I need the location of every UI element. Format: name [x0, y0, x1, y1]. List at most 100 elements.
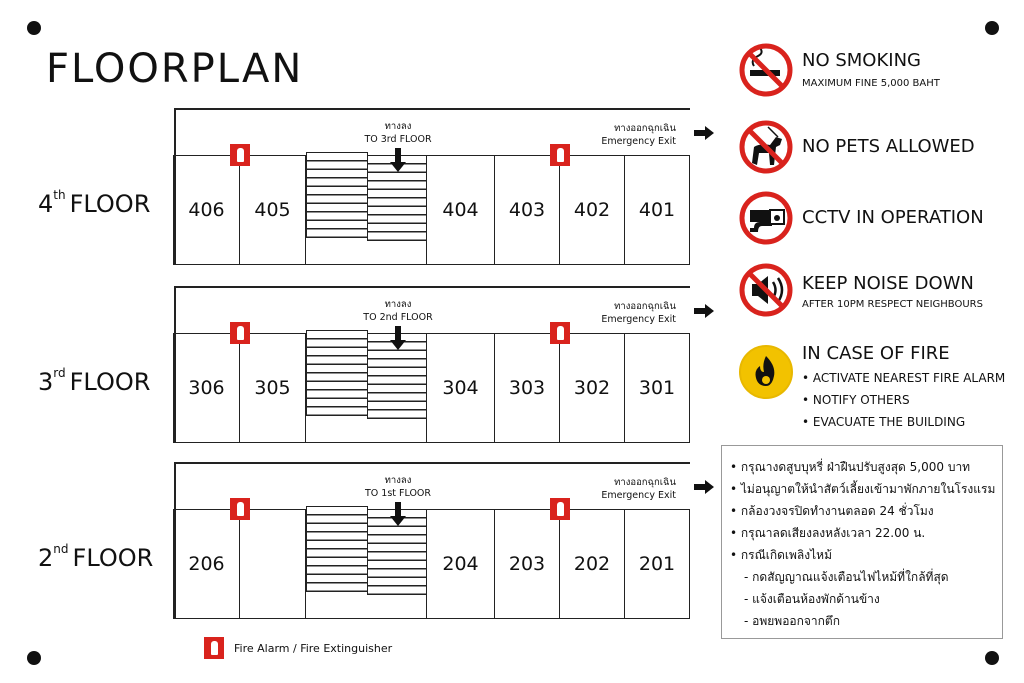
corridor-top-wall — [174, 286, 690, 288]
room: 204 — [426, 509, 495, 619]
emergency-exit-label: ทางออกฉุกเฉิน Emergency Exit — [601, 122, 676, 148]
fire-extinguisher-icon — [204, 637, 224, 659]
stairs-label-thai: ทางลง — [384, 121, 412, 132]
exit-arrow-icon — [694, 126, 714, 140]
exit-label-thai: ทางออกฉุกเฉิน — [614, 301, 676, 312]
fire-step: • ACTIVATE NEAREST FIRE ALARM — [802, 371, 1006, 385]
no-smoking-icon — [739, 43, 793, 97]
no-smoking-title: NO SMOKING — [802, 50, 922, 71]
thai-note: - กดสัญญาณแจ้งเตือนไฟไหม้ที่ใกล้ที่สุด — [744, 570, 949, 584]
emergency-exit-label: ทางออกฉุกเฉิน Emergency Exit — [601, 476, 676, 502]
corridor-top-wall — [174, 462, 690, 464]
fire-extinguisher-icon — [550, 498, 570, 520]
thai-note: • กรุณางดสูบบุหรี่ ฝ่าฝืนปรับสูงสุด 5,00… — [730, 460, 971, 474]
thai-note: • กรณีเกิดเพลิงไหม้ — [730, 548, 832, 562]
cctv-title: CCTV IN OPERATION — [802, 207, 984, 228]
floor-word: FLOOR — [72, 544, 154, 572]
legend: Fire Alarm / Fire Extinguisher — [204, 637, 392, 659]
fire-extinguisher-icon — [550, 322, 570, 344]
legend-label: Fire Alarm / Fire Extinguisher — [234, 641, 393, 655]
room-number: 304 — [442, 377, 479, 399]
room: 201 — [624, 509, 690, 619]
corridor-left-wall — [174, 462, 176, 619]
mount-hole — [27, 21, 41, 35]
fire-step: • NOTIFY OTHERS — [802, 393, 910, 407]
thai-notes-box: • กรุณางดสูบบุหรี่ ฝ่าฝืนปรับสูงสุด 5,00… — [721, 445, 1003, 639]
floor-suffix: th — [53, 188, 66, 202]
stair-flight — [306, 330, 368, 416]
stairwell-bottom — [306, 263, 427, 265]
corridor-top-wall — [174, 108, 690, 110]
room-number: 402 — [573, 199, 611, 221]
stair-flight — [306, 506, 368, 592]
fire-extinguisher-icon — [230, 498, 250, 520]
stairs-label: ทางลง TO 1st FLOOR — [348, 474, 448, 500]
exit-label-en: Emergency Exit — [601, 136, 676, 147]
mount-hole — [27, 651, 41, 665]
floor-plan: 306 305 304 303 302 301 ทางลง TO 2nd FLOOR ทาง… — [173, 286, 714, 443]
down-arrow-icon — [390, 502, 406, 526]
fire-step: • EVACUATE THE BUILDING — [802, 415, 966, 429]
exit-label-thai: ทางออกฉุกเฉิน — [614, 477, 676, 488]
room-number: 306 — [188, 377, 225, 399]
no-smoking-sub: MAXIMUM FINE 5,000 BAHT — [802, 78, 940, 89]
exit-arrow-icon — [694, 304, 714, 318]
mount-hole — [985, 21, 999, 35]
room: 303 — [494, 333, 560, 443]
room: 203 — [494, 509, 560, 619]
fire-icon — [739, 345, 793, 399]
room: 206 — [173, 509, 240, 619]
room: 306 — [173, 333, 240, 443]
room: 305 — [239, 333, 306, 443]
thai-note: • ไม่อนุญาตให้นำสัตว์เลี้ยงเข้ามาพักภายใ… — [730, 482, 996, 496]
floor-suffix: rd — [53, 366, 66, 380]
room-number: 301 — [638, 377, 676, 399]
no-pets-title: NO PETS ALLOWED — [802, 136, 975, 157]
stairs-label-en: TO 2nd FLOOR — [363, 312, 433, 323]
room-number: 406 — [188, 199, 225, 221]
room-number: 202 — [573, 553, 611, 575]
fire-extinguisher-icon — [230, 322, 250, 344]
down-arrow-icon — [390, 148, 406, 172]
fire-title: IN CASE OF FIRE — [802, 343, 950, 364]
no-pets-icon — [739, 120, 793, 174]
exit-label-thai: ทางออกฉุกเฉิน — [614, 123, 676, 134]
stairs-label: ทางลง TO 2nd FLOOR — [348, 298, 448, 324]
corridor-left-wall — [174, 286, 176, 443]
room-number: 405 — [254, 199, 291, 221]
stairs-label-thai: ทางลง — [384, 475, 412, 486]
thai-note: • กล้องวงจรปิดทำงานตลอด 24 ชั่วโมง — [730, 504, 934, 518]
room-number: 404 — [442, 199, 479, 221]
room-number: 303 — [508, 377, 546, 399]
page-title: FLOORPLAN — [46, 46, 304, 92]
corridor-left-wall — [174, 108, 176, 265]
exit-label-en: Emergency Exit — [601, 490, 676, 501]
exit-arrow-icon — [694, 480, 714, 494]
stairs-label-thai: ทางลง — [384, 299, 412, 310]
noise-sub: AFTER 10PM RESPECT NEIGHBOURS — [802, 299, 983, 310]
floor-word: FLOOR — [69, 368, 151, 396]
room-number: 403 — [508, 199, 546, 221]
thai-note: - อพยพออกจากตึก — [744, 614, 840, 628]
room: 405 — [239, 155, 306, 265]
room — [239, 509, 306, 619]
room: 402 — [559, 155, 625, 265]
noise-title: KEEP NOISE DOWN — [802, 273, 974, 294]
floor-plan: 206 204 203 202 201 ทางลง TO 1st FLOOR ทางออก… — [173, 462, 714, 619]
room: 301 — [624, 333, 690, 443]
thai-note: - แจ้งเตือนห้องพักด้านข้าง — [744, 592, 880, 606]
room-number: 206 — [188, 553, 225, 575]
stairs-label-en: TO 1st FLOOR — [364, 488, 431, 499]
room: 406 — [173, 155, 240, 265]
stair-flight — [306, 152, 368, 238]
floor-suffix: nd — [53, 542, 69, 556]
room-number: 201 — [638, 553, 676, 575]
room-number: 203 — [508, 553, 546, 575]
room: 302 — [559, 333, 625, 443]
